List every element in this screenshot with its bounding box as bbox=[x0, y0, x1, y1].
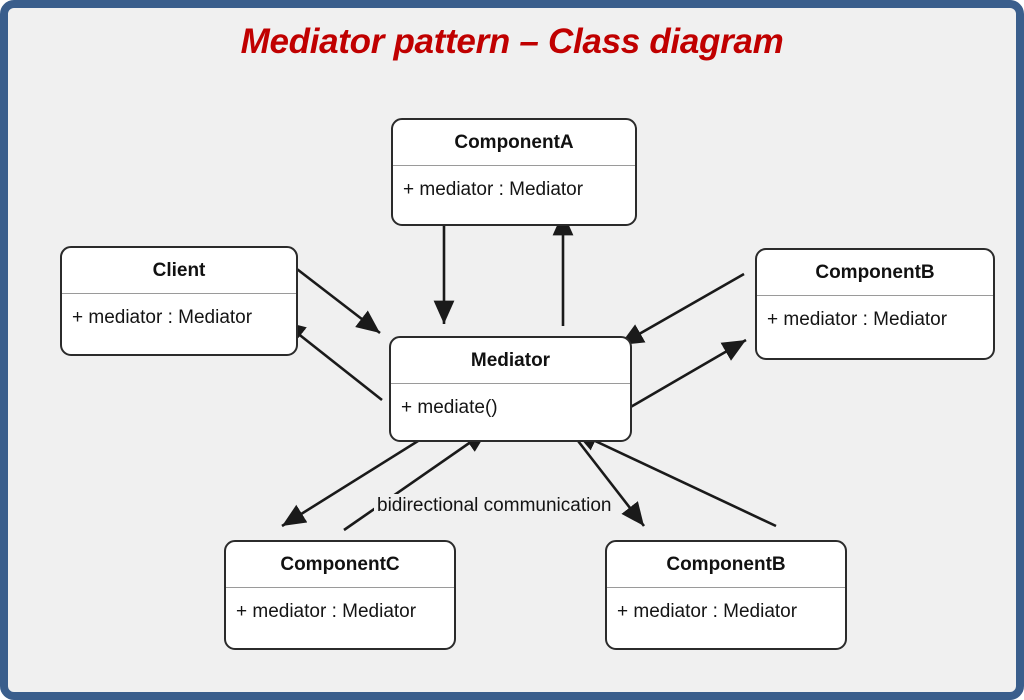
class-box-componentC[interactable]: ComponentC + mediator : Mediator bbox=[224, 540, 456, 650]
class-member-componentB-bottom: + mediator : Mediator bbox=[617, 601, 798, 622]
class-name-componentB-right: ComponentB bbox=[815, 262, 935, 283]
class-box-mediator[interactable]: Mediator + mediate() bbox=[389, 336, 632, 442]
class-divider bbox=[607, 587, 845, 588]
edge-mediator-to-client bbox=[281, 319, 383, 402]
edge-componentBbottom-to-mediator bbox=[573, 429, 777, 528]
edge-componentC-to-mediator bbox=[343, 428, 489, 532]
class-divider bbox=[393, 165, 635, 166]
class-member-componentB-right: + mediator : Mediator bbox=[767, 309, 948, 330]
class-divider bbox=[391, 383, 630, 384]
edge-componentBright-to-mediator bbox=[619, 272, 745, 347]
class-name-client: Client bbox=[152, 260, 206, 281]
class-name-mediator: Mediator bbox=[470, 350, 551, 371]
class-name-componentC: ComponentC bbox=[280, 554, 400, 575]
page-title: Mediator pattern – Class diagram bbox=[240, 22, 784, 61]
class-name-componentB-bottom: ComponentB bbox=[666, 554, 786, 575]
class-name-componentA: ComponentA bbox=[454, 132, 574, 153]
class-member-componentA: + mediator : Mediator bbox=[403, 179, 584, 200]
edge-mediator-to-componentC bbox=[281, 424, 443, 528]
annotation-bidirectional-communication: bidirectional communication bbox=[374, 494, 615, 518]
class-box-componentB-right[interactable]: ComponentB + mediator : Mediator bbox=[755, 248, 995, 360]
class-box-componentB-bottom[interactable]: ComponentB + mediator : Mediator bbox=[605, 540, 847, 650]
class-member-client: + mediator : Mediator bbox=[72, 307, 253, 328]
class-box-client[interactable]: Client + mediator : Mediator bbox=[60, 246, 298, 356]
edge-mediator-to-componentBright bbox=[621, 338, 747, 414]
class-divider bbox=[226, 587, 454, 588]
class-box-componentA[interactable]: ComponentA + mediator : Mediator bbox=[391, 118, 637, 226]
class-divider bbox=[62, 293, 296, 294]
class-divider bbox=[757, 295, 993, 296]
class-member-componentC: + mediator : Mediator bbox=[236, 601, 417, 622]
class-member-mediator: + mediate() bbox=[401, 397, 498, 418]
